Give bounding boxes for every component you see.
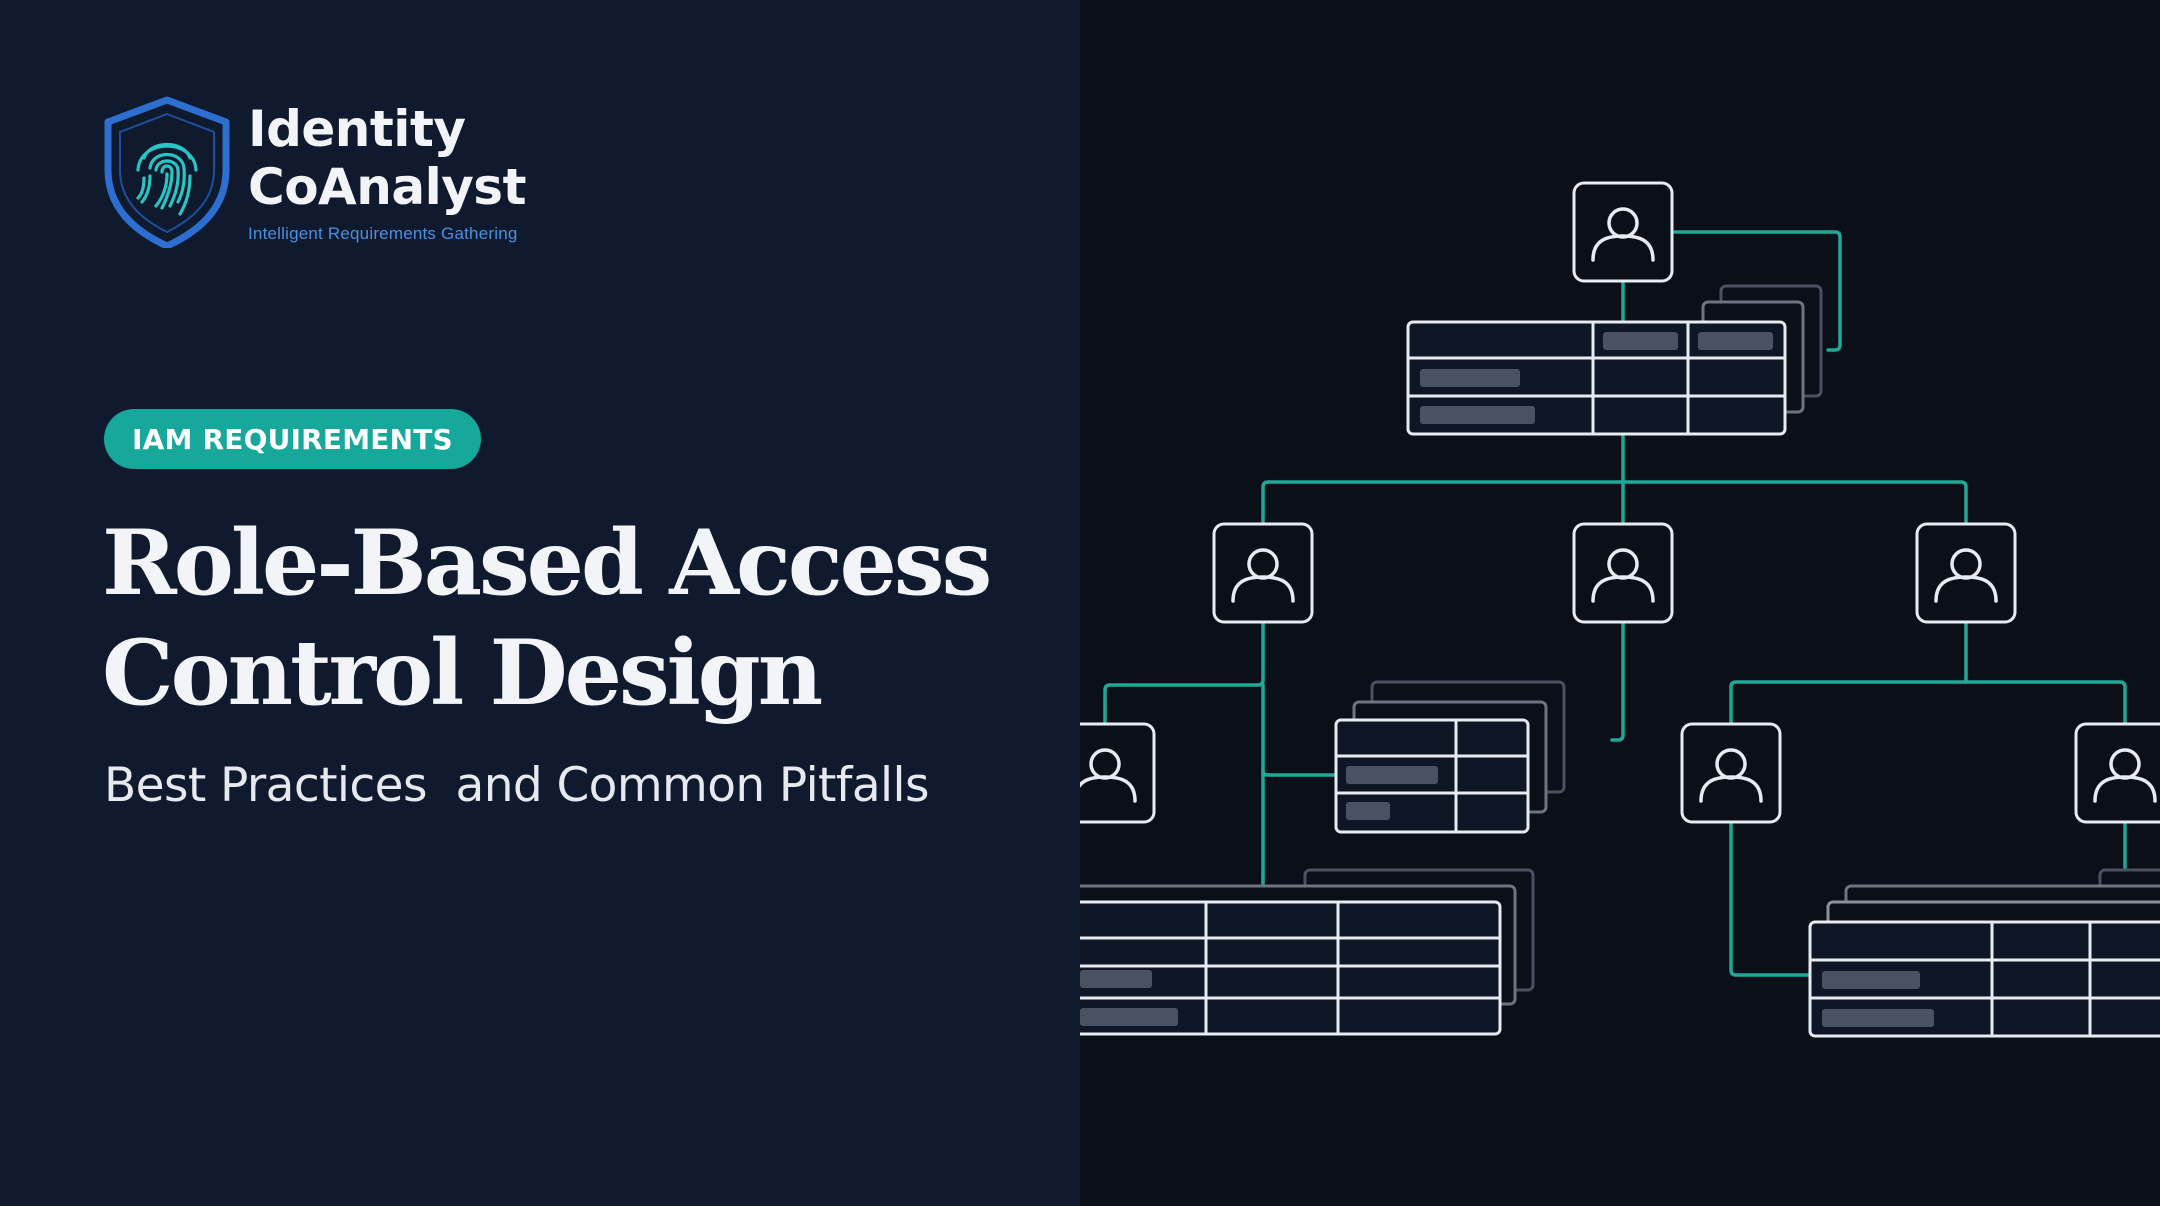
user-node-lower-right — [1680, 722, 1782, 824]
brand-tagline: Intelligent Requirements Gathering — [248, 224, 518, 243]
connector-lines — [1103, 230, 2127, 977]
brand-name-line1: Identity — [248, 100, 466, 158]
brand-name-line2: CoAnalyst — [248, 158, 526, 216]
page-title-line2: Control Design — [102, 620, 823, 726]
user-node-root — [1572, 181, 1674, 283]
permission-table-bottom-left — [1080, 868, 1535, 1036]
page-title: Role-Based Access Control Design — [102, 508, 1062, 728]
permission-table-bottom-right — [1808, 868, 2160, 1038]
page-subtitle: Best Practices and Common Pitfalls — [104, 758, 929, 813]
left-panel: Identity CoAnalyst Intelligent Requireme… — [102, 96, 1062, 813]
user-node-left — [1212, 522, 1314, 624]
user-node-center — [1572, 522, 1674, 624]
user-node-right — [1915, 522, 2017, 624]
user-node-far-left — [1080, 722, 1156, 824]
category-tag: IAM REQUIREMENTS — [104, 409, 481, 469]
brand-wordmark: Identity CoAnalyst Intelligent Requireme… — [248, 100, 526, 244]
permission-table-middle — [1334, 680, 1566, 834]
user-node-far-right — [2074, 722, 2160, 824]
category-tag-label: IAM REQUIREMENTS — [132, 422, 453, 456]
page-title-line1: Role-Based Access — [102, 510, 992, 616]
permission-table-top — [1406, 284, 1823, 436]
rbac-hierarchy-diagram — [1080, 181, 2160, 1038]
fingerprint-shield-icon — [104, 96, 230, 248]
